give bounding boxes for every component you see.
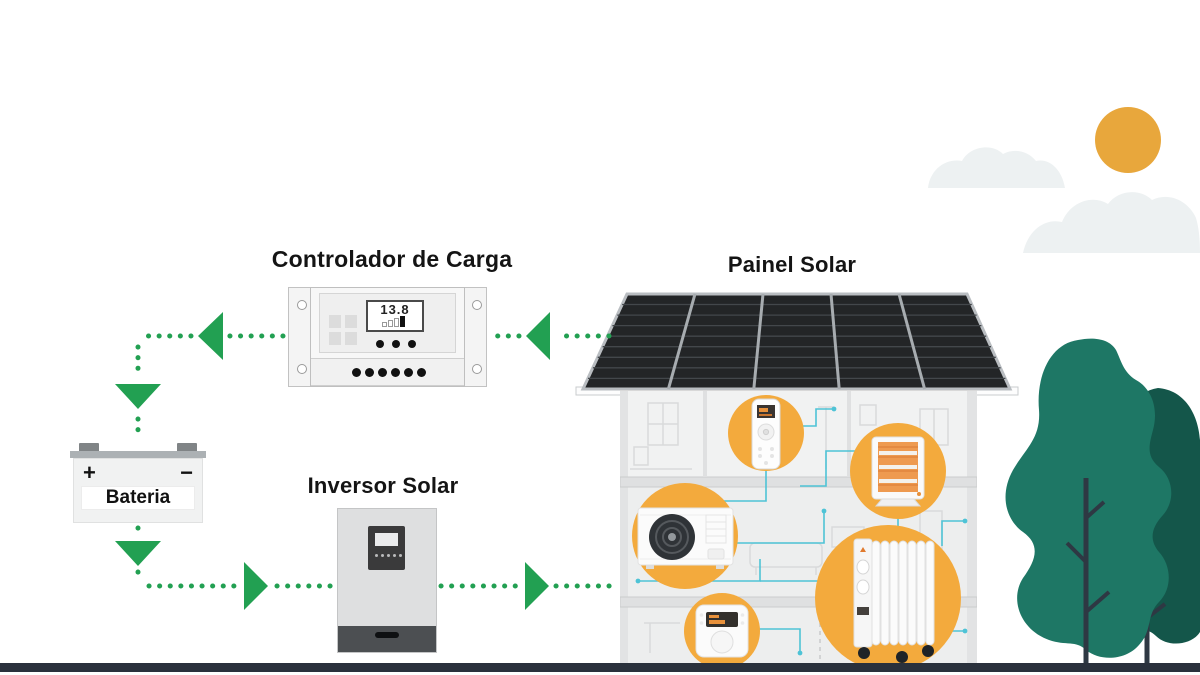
keypad-button [329,332,341,345]
cloud-icon [1023,192,1200,253]
sun-icon [1095,107,1161,173]
house [620,390,977,665]
inverter-base [338,626,436,652]
indicator-led [392,340,400,348]
arrow-down-icon [115,384,161,409]
battery-top [70,451,206,458]
battery-name: Bateria [105,487,171,508]
charge-controller-device: 13.8 [288,287,487,387]
line-battery-to-inverter [135,525,335,589]
panel-label: Painel Solar [727,252,857,277]
arrow-right-icon [525,562,549,610]
connection-arrows [115,312,550,610]
house-interior [620,391,977,665]
tree-front-branch [1065,541,1088,564]
screw-hole [472,300,482,310]
halogen-heater-icon [871,436,925,507]
thermostat-icon [695,604,749,658]
battery-terminal [177,443,197,452]
solar-roof [575,292,1019,396]
right-wall [967,391,977,665]
inverter-control-panel [368,526,405,570]
left-wall [620,391,628,665]
terminal-port [391,368,400,377]
controller-face: 13.8 [319,293,456,353]
terminal-strip [311,358,464,386]
vent-slot [375,632,399,638]
cloud-icon [928,147,1065,188]
keypad-button [329,315,341,328]
indicator-led [408,340,416,348]
indicator-led [376,340,384,348]
mounting-flange [288,287,312,387]
ground-line [0,663,1200,672]
tree-front-branch [1084,590,1111,614]
keypad-button [345,315,357,328]
line-controller-to-battery [135,333,286,441]
ac-remote-control-icon [751,398,781,470]
terminal-port [365,368,374,377]
tree-front-branch [1084,500,1106,520]
screw-hole [472,364,482,374]
controller-display: 13.8 [366,300,424,332]
terminal-port [378,368,387,377]
battery-terminal [79,443,99,452]
voltage-readout: 13.8 [380,302,410,317]
floor-divider [620,596,977,608]
floor-divider [620,476,977,488]
inverter-screen [375,533,398,546]
terminal-port [404,368,413,377]
plus-sign: + [83,460,96,485]
battery-body: + − Bateria [73,458,203,523]
arrow-right-icon [244,562,268,610]
ac-outdoor-unit-icon [637,507,734,569]
arrow-down-icon [115,541,161,566]
terminal-port [417,368,426,377]
oil-radiator-icon [853,538,935,663]
inverter-label: Inversor Solar [307,473,459,498]
controller-body: 13.8 [310,287,465,387]
battery-name-band: Bateria [81,486,195,510]
connection-lines [135,333,620,589]
charge-level-icon [382,316,405,327]
screw-hole [297,364,307,374]
minus-sign: − [180,460,193,485]
arrow-left-icon [198,312,223,360]
battery-device: + − Bateria [70,443,206,523]
keypad-button [345,332,357,345]
mounting-flange [463,287,487,387]
inverter-device [337,508,437,653]
room-divider [847,391,851,477]
screw-hole [297,300,307,310]
inverter-buttons [375,554,402,557]
room-divider [703,391,707,477]
arrow-left-icon [526,312,550,360]
controller-label: Controlador de Carga [271,246,513,272]
terminal-port [352,368,361,377]
